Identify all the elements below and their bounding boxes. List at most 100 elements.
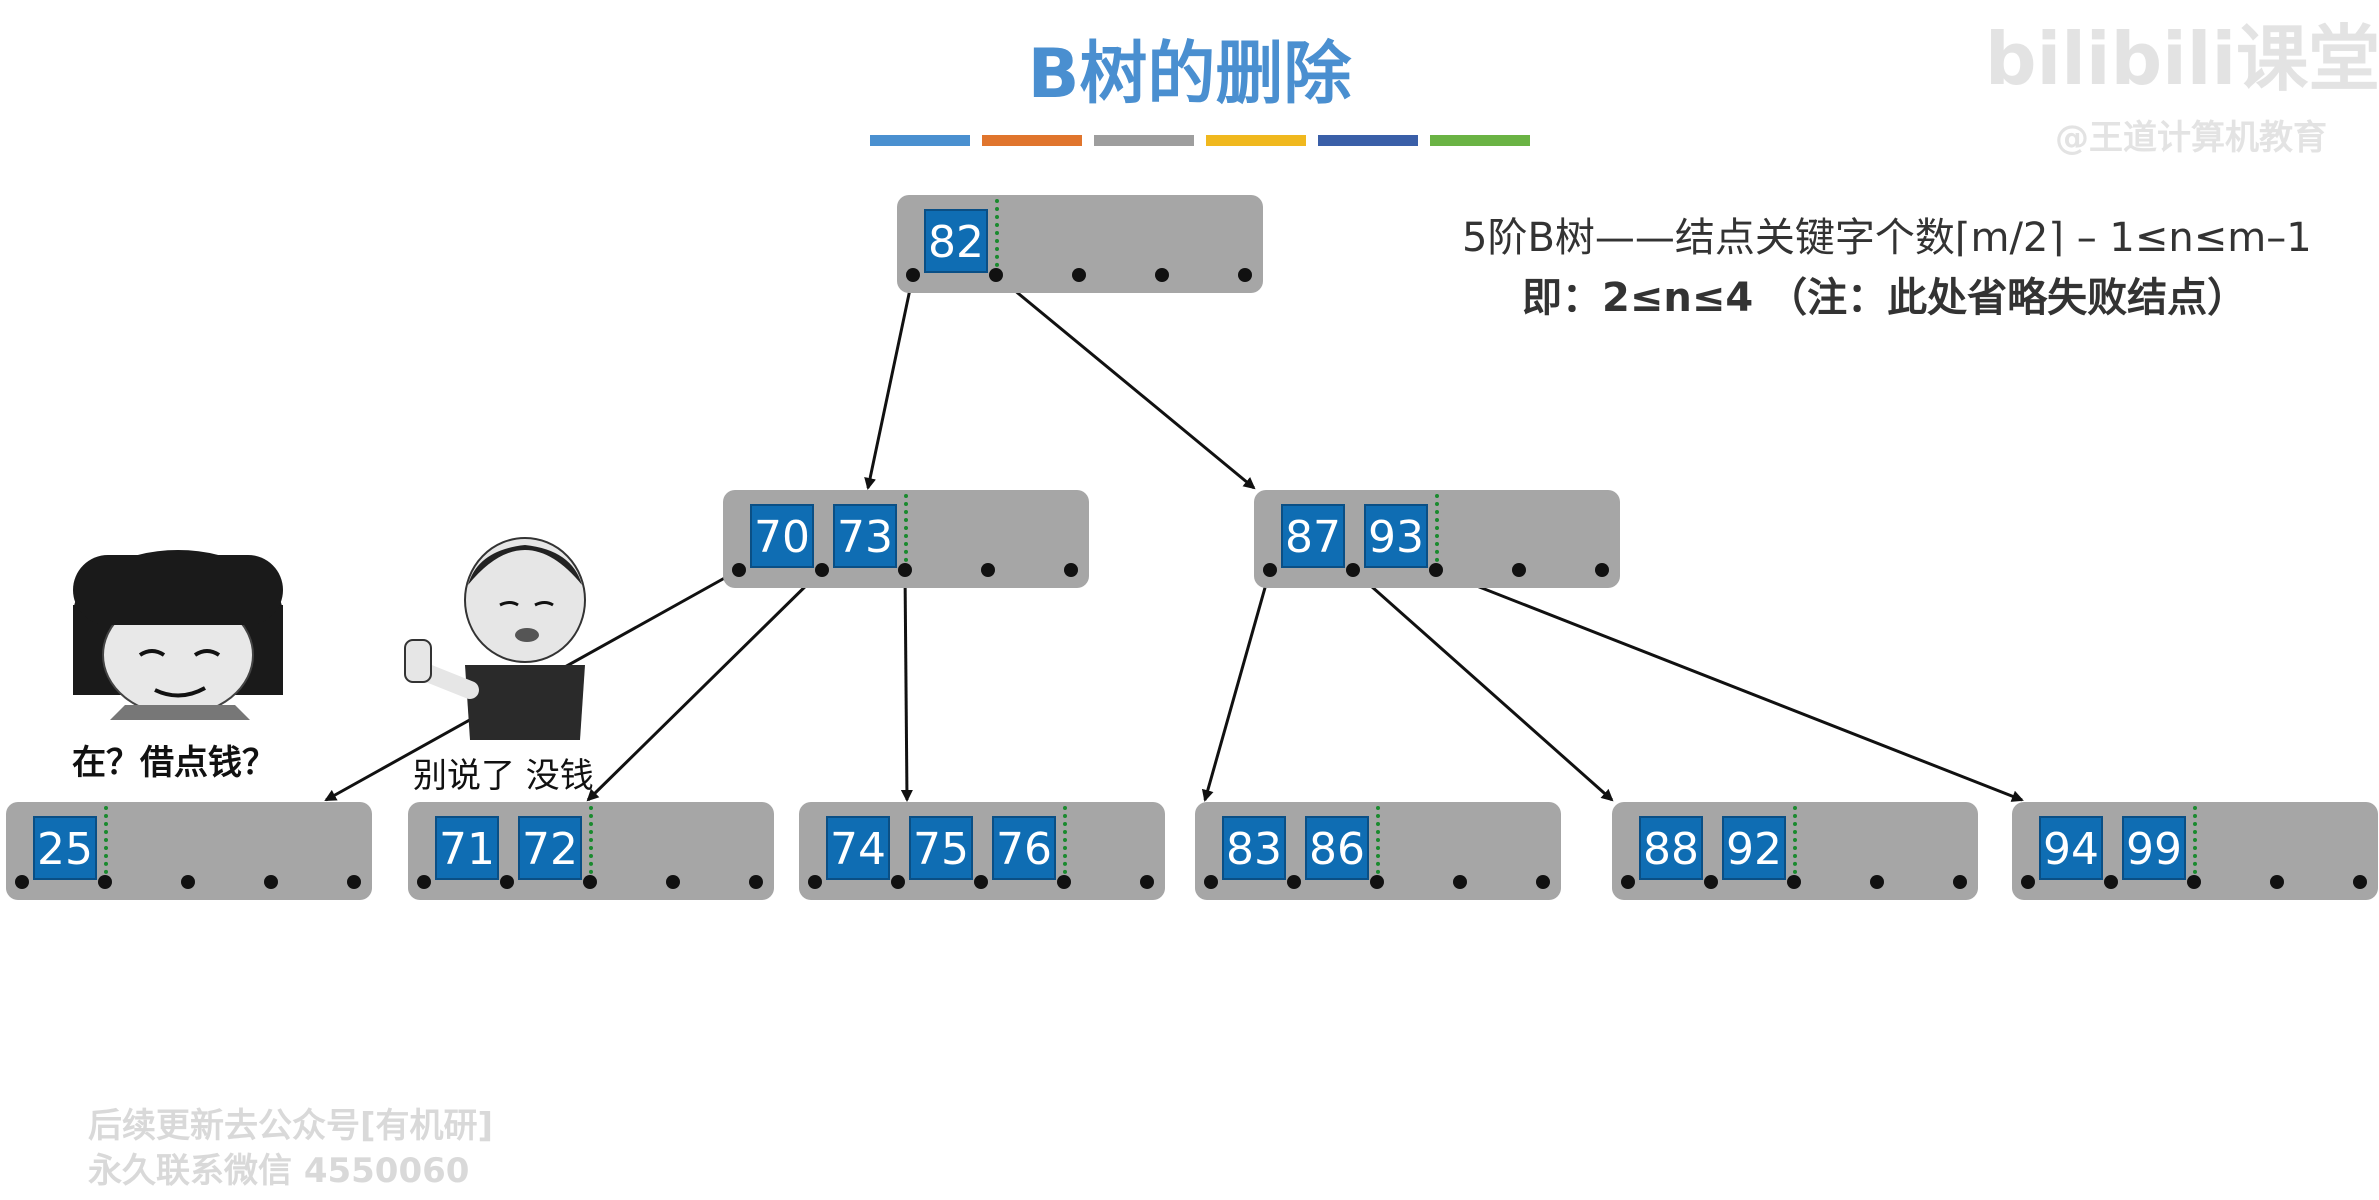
bowl-cut-face-icon (73, 550, 283, 720)
key-cell: 92 (1722, 816, 1786, 880)
logo-subtitle: @王道计算机教育 (2055, 118, 2327, 158)
color-bar-segment (870, 135, 970, 146)
key-area-divider (1063, 806, 1067, 882)
child-pointer (749, 875, 763, 889)
child-pointer (898, 563, 912, 577)
leaf-node: 71 72 (408, 802, 774, 900)
color-bar-segment (1206, 135, 1306, 146)
meme-right-caption: 别说了 没钱 (413, 756, 594, 796)
page-title: B树的删除 (1027, 35, 1352, 114)
tree-edge-arrow (900, 569, 913, 802)
child-pointer (1429, 563, 1443, 577)
key-area-divider (2193, 806, 2197, 882)
key-area-divider (904, 494, 908, 570)
color-bar-segment (982, 135, 1082, 146)
key-cell: 87 (1281, 504, 1345, 568)
watermark-line-1: 后续更新去公众号[有机研] (88, 1106, 494, 1146)
key-cell: 71 (435, 816, 499, 880)
order-rule-text: 5阶B树——结点关键字个数⌈m/2⌉ – 1≤n≤m–1 (1462, 215, 2312, 261)
child-pointer (181, 875, 195, 889)
key-cell: 83 (1222, 816, 1286, 880)
key-area-divider (995, 199, 999, 275)
key-area-divider (104, 806, 108, 882)
internal-node: 87 93 (1254, 490, 1620, 588)
child-pointer (1870, 875, 1884, 889)
child-pointer (1621, 875, 1635, 889)
child-pointer (1140, 875, 1154, 889)
key-cell: 25 (33, 816, 97, 880)
child-pointer (2270, 875, 2284, 889)
tree-edge-arrow (586, 568, 824, 802)
key-area-divider (1435, 494, 1439, 570)
key-cell: 88 (1639, 816, 1703, 880)
child-pointer (906, 268, 920, 282)
child-pointer (989, 268, 1003, 282)
child-pointer (2353, 875, 2367, 889)
child-pointer (1238, 268, 1252, 282)
tree-edge-arrow (864, 274, 915, 490)
child-pointer (891, 875, 905, 889)
key-cell: 76 (992, 816, 1056, 880)
child-pointer (1057, 875, 1071, 889)
watermark-line-2: 永久联系微信 4550060 (88, 1151, 470, 1191)
child-pointer (981, 563, 995, 577)
child-pointer (2021, 875, 2035, 889)
key-cell: 94 (2039, 816, 2103, 880)
tree-edge-arrow (1201, 569, 1272, 802)
child-pointer (264, 875, 278, 889)
child-pointer (1072, 268, 1086, 282)
child-pointer (500, 875, 514, 889)
child-pointer (1287, 875, 1301, 889)
child-pointer (808, 875, 822, 889)
key-cell: 99 (2122, 816, 2186, 880)
tree-edge-arrow (1435, 568, 2024, 802)
leaf-node: 94 99 (2012, 802, 2378, 900)
key-cell: 73 (833, 504, 897, 568)
child-pointer (1064, 563, 1078, 577)
child-pointer (1704, 875, 1718, 889)
child-pointer (1263, 563, 1277, 577)
tree-edge-arrow (995, 273, 1256, 490)
child-pointer (1155, 268, 1169, 282)
child-pointer (1370, 875, 1384, 889)
child-pointer (666, 875, 680, 889)
child-pointer (2104, 875, 2118, 889)
child-pointer (417, 875, 431, 889)
child-pointer (1204, 875, 1218, 889)
tree-edge-arrow (1352, 568, 1614, 802)
child-pointer (1512, 563, 1526, 577)
key-count-text: 即：2≤n≤4 （注：此处省略失败结点） (1522, 275, 2248, 321)
color-bar-segment (1094, 135, 1194, 146)
leaf-node: 25 (6, 802, 372, 900)
child-pointer (98, 875, 112, 889)
key-area-divider (1376, 806, 1380, 882)
key-area-divider (1793, 806, 1797, 882)
key-cell: 93 (1364, 504, 1428, 568)
leaf-node: 88 92 (1612, 802, 1978, 900)
child-pointer (1536, 875, 1550, 889)
child-pointer (1346, 563, 1360, 577)
key-cell: 74 (826, 816, 890, 880)
color-bar-segment (1318, 135, 1418, 146)
child-pointer (1595, 563, 1609, 577)
leaf-node: 74 75 76 (799, 802, 1165, 900)
key-cell: 72 (518, 816, 582, 880)
child-pointer (1953, 875, 1967, 889)
child-pointer (1787, 875, 1801, 889)
key-cell: 75 (909, 816, 973, 880)
child-pointer (1453, 875, 1467, 889)
child-pointer (974, 875, 988, 889)
refusing-man-icon (404, 537, 586, 740)
child-pointer (15, 875, 29, 889)
key-cell: 82 (924, 209, 988, 273)
child-pointer (732, 563, 746, 577)
child-pointer (347, 875, 361, 889)
child-pointer (583, 875, 597, 889)
